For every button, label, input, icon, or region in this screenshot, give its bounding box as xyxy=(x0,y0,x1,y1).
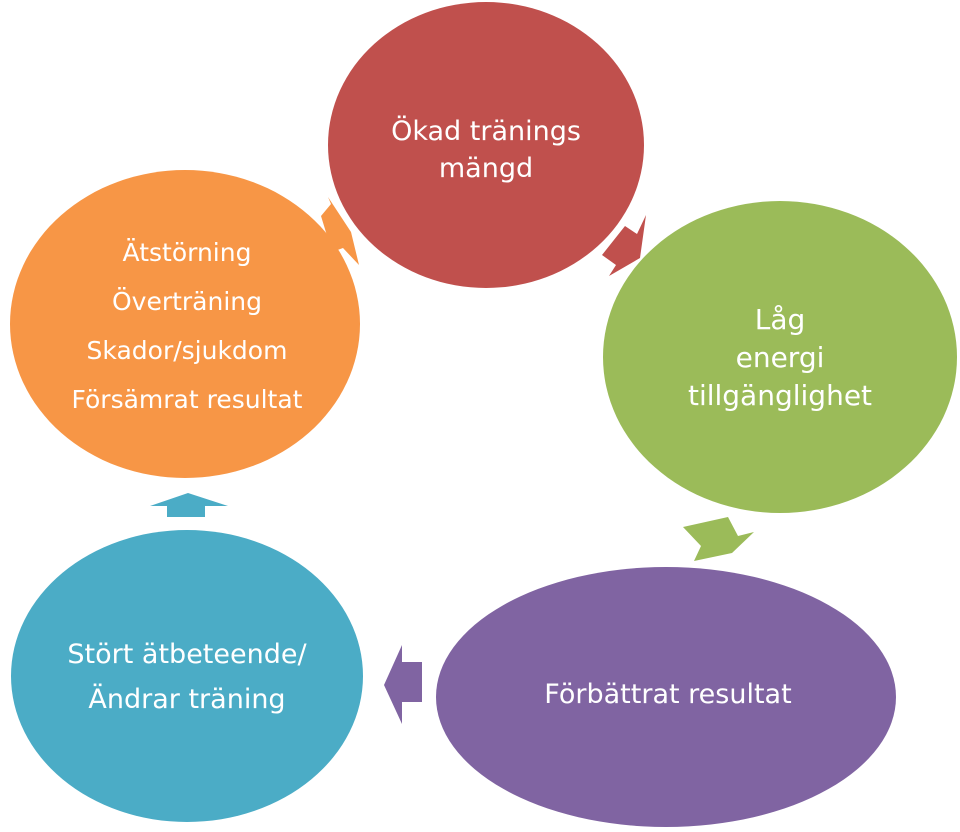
node-atstorning xyxy=(10,170,360,478)
node-forbattrat-resultat xyxy=(436,567,896,827)
arrow-red-to-green xyxy=(602,215,646,276)
arrow-purple-to-blue xyxy=(384,645,422,724)
node-stort-atbeteende xyxy=(11,530,363,822)
arrow-blue-to-orange xyxy=(150,493,228,517)
arrow-orange-to-red xyxy=(321,197,359,265)
arrow-green-to-purple xyxy=(683,517,754,561)
node-lag-energitillganglighet xyxy=(603,201,957,513)
node-okad-traningsmangd xyxy=(328,2,644,288)
